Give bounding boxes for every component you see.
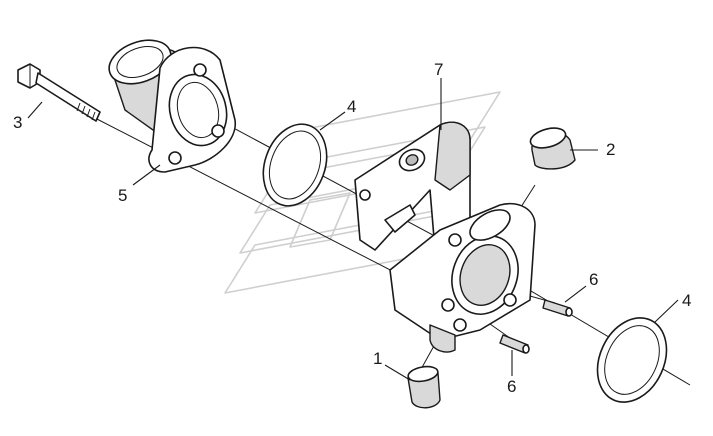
thermostat-housing-part-7[interactable] [354, 121, 536, 353]
callout-3: 3 [13, 113, 22, 132]
dowel-pin-part-6-lower[interactable] [499, 334, 530, 354]
callout-6-upper: 6 [589, 270, 598, 289]
bolt-part-3[interactable] [17, 63, 101, 122]
gasket-ring-part-4-upper[interactable] [252, 115, 337, 214]
callout-2: 2 [606, 140, 615, 159]
callout-4-lower: 4 [682, 291, 691, 310]
sleeve-plug-part-1[interactable] [407, 365, 441, 409]
callout-4-upper: 4 [347, 97, 356, 116]
callout-1: 1 [373, 349, 382, 368]
outlet-pipe-flange-part-5[interactable] [103, 32, 236, 173]
callout-labels: 3 5 4 7 2 6 4 6 1 [13, 60, 691, 396]
leader-lines [27, 78, 679, 381]
gasket-ring-part-4-lower[interactable] [584, 307, 679, 414]
cap-plug-part-2[interactable] [528, 125, 576, 170]
dowel-pin-part-6-upper[interactable] [542, 299, 573, 317]
callout-7: 7 [434, 60, 443, 79]
callout-6-lower: 6 [507, 377, 516, 396]
callout-5: 5 [118, 186, 127, 205]
